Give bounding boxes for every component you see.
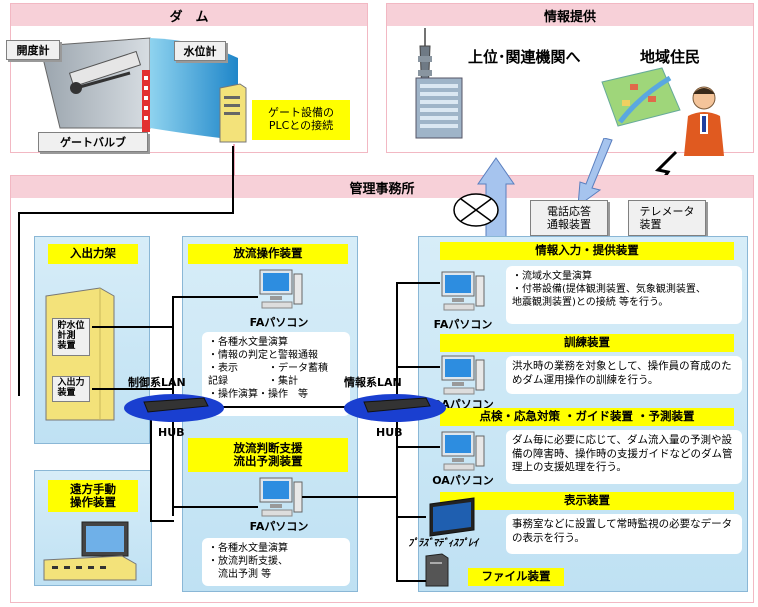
water-gauge-device: 貯水位 計測 装置 <box>52 318 90 356</box>
telemeter-label: テレメータ 装置 <box>628 200 706 236</box>
info-hub-label: HUB <box>376 426 403 439</box>
link-info-pc2 <box>396 366 440 368</box>
control-lan-ellipse <box>124 394 224 422</box>
link-dam-top <box>18 212 232 214</box>
dam-illustration <box>39 37 238 140</box>
info-title: 情報提供 <box>387 4 753 26</box>
dam-title: ダ ム <box>11 4 367 26</box>
info-io-pc-icon <box>441 271 485 311</box>
feature-item: ・放流判断支援、 <box>208 556 288 567</box>
link-io-rack-2 <box>92 388 172 390</box>
link-info-file <box>396 580 426 582</box>
remote-console-icon <box>43 521 137 581</box>
upper-agencies-label: 上位･関連機関へ <box>468 48 581 66</box>
feature-item: ・情報の判定と警報通報 <box>208 350 318 361</box>
feature-item: 流出予測 等 <box>208 569 272 580</box>
feature-item: ・各種水文量演算 <box>208 337 288 348</box>
discharge-ops-pc-icon <box>259 269 303 309</box>
water-level-meter-label: 水位計 <box>174 41 226 61</box>
sync-arrow-icon <box>577 138 613 208</box>
display-title: 表示装置 <box>440 492 734 510</box>
link-remote-v <box>150 420 152 520</box>
discharge-ops-pc-label: FAパソコン <box>249 316 309 329</box>
discharge-support-title: 放流判断支援 流出予測装置 <box>188 438 348 472</box>
link-hub-to-hub <box>174 406 406 408</box>
plasma-display-icon <box>429 497 475 537</box>
info-io-pc-label: FAパソコン <box>433 318 493 331</box>
link-support-pc <box>302 496 396 498</box>
inspection-pc-icon <box>441 431 485 471</box>
link-control-bottom <box>172 506 258 508</box>
discharge-support-pc-icon <box>259 477 303 517</box>
discharge-ops-features: ・各種水文量演算 ・情報の判定と警報通報 ・表示 ・データ蓄積 記録 ・集計 ・… <box>202 332 350 416</box>
inspection-desc: ダム毎に必要に応じて、ダム流入量の予測や設備の障害時、操作時の支援ガイドなどのダ… <box>506 430 742 484</box>
plasma-display-label: ﾌﾟﾗｽﾞﾏﾃﾞｨｽﾌﾟﾚｲ <box>408 538 478 549</box>
residents-label: 地域住民 <box>640 48 701 66</box>
crossed-circle-icon <box>453 193 499 227</box>
discharge-ops-title: 放流操作装置 <box>188 244 348 264</box>
discharge-support-pc-label: FAパソコン <box>249 520 309 533</box>
feature-item: ・表示 ・データ蓄積 <box>208 363 328 374</box>
plc-cabinet-icon <box>219 83 247 143</box>
gate-valve-label: ゲートバルブ <box>38 132 148 152</box>
display-desc: 事務室などに設置して常時監視の必要なデータの表示を行う。 <box>506 514 742 554</box>
io-device: 入出力 装置 <box>52 376 90 402</box>
link-info-display <box>396 516 426 518</box>
building-icon <box>415 77 463 139</box>
link-dam-down <box>18 212 20 396</box>
io-rack-title: 入出力架 <box>48 244 138 264</box>
residential-map-icon <box>601 67 681 127</box>
feature-item: ・付帯設備(提体観測装置、気象観測装置、 <box>512 284 706 295</box>
control-lan-label: 制御系LAN <box>128 376 186 389</box>
phone-device-label: 電話応答 通報装置 <box>530 200 608 236</box>
inspection-title: 点検・応急対策 ・ガイド装置 ・予測装置 <box>440 408 734 426</box>
link-remote <box>150 520 174 522</box>
link-info-pc3 <box>396 446 440 448</box>
info-io-features: ・流域水文量演算 ・付帯設備(提体観測装置、気象観測装置、 地震観測装置)との接… <box>506 266 742 324</box>
control-hub-label: HUB <box>158 426 185 439</box>
info-io-title: 情報入力・提供装置 <box>440 242 734 260</box>
link-control-top <box>172 296 258 298</box>
training-pc-label: OAパソコン <box>432 398 494 411</box>
feature-item: ・流域水文量演算 <box>512 271 592 282</box>
info-lan-ellipse <box>344 394 446 422</box>
file-device-title: ファイル装置 <box>468 568 564 586</box>
training-pc-icon <box>441 355 485 395</box>
inspection-pc-label: OAパソコン <box>432 474 494 487</box>
remote-title: 遠方手動 操作装置 <box>48 480 138 512</box>
office-title: 管理事務所 <box>11 176 753 198</box>
link-info-pc1 <box>396 282 440 284</box>
plc-pink-link <box>233 144 235 176</box>
opening-meter-label: 開度計 <box>6 40 60 60</box>
feature-item: 記録 ・集計 <box>208 376 298 387</box>
feature-item: 地震観測装置)との接続 等を行う。 <box>512 297 669 308</box>
link-info-vert <box>396 282 398 582</box>
link-dam-plc <box>232 146 234 214</box>
training-desc: 洪水時の業務を対象として、操作員の育成のためダム運用操作の訓練を行う。 <box>506 356 742 394</box>
resident-person-icon <box>684 86 724 156</box>
discharge-support-features: ・各種水文量演算 ・放流判断支援、 流出予測 等 <box>202 538 350 586</box>
feature-item: ・操作演算・操作 等 <box>208 389 308 400</box>
info-lan-label: 情報系LAN <box>344 376 402 389</box>
feature-item: ・各種水文量演算 <box>208 543 288 554</box>
link-io-rack <box>92 326 172 328</box>
plc-note: ゲート設備の PLCとの接続 <box>252 100 350 140</box>
file-server-icon <box>425 553 449 587</box>
training-title: 訓練装置 <box>440 334 734 352</box>
